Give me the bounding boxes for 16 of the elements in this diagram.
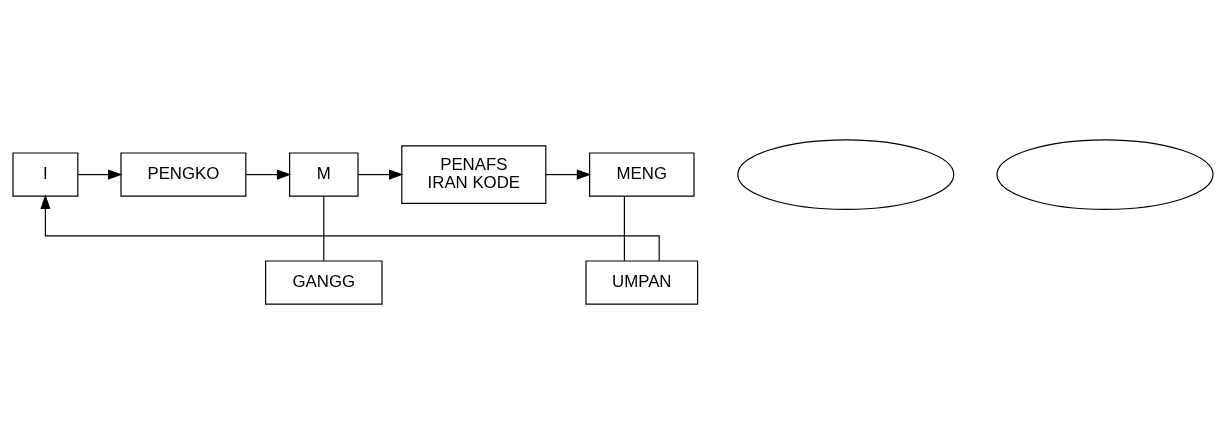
node-ellipse <box>737 138 955 210</box>
connector <box>323 195 325 261</box>
arrow <box>357 169 404 180</box>
node-box: PENGKO <box>120 151 247 197</box>
arrow <box>77 169 123 180</box>
arrow <box>545 169 592 180</box>
node-box: MENG <box>589 151 695 197</box>
node-box: I <box>12 151 79 197</box>
connector <box>623 195 625 261</box>
node-box: GANGG <box>265 259 383 305</box>
arrow <box>40 194 660 261</box>
node-box: UMPAN <box>585 259 699 305</box>
node-ellipse <box>996 138 1214 210</box>
arrow <box>245 169 292 180</box>
node-box: PENAFS IRAN KODE <box>401 144 547 204</box>
node-box: M <box>289 151 359 197</box>
